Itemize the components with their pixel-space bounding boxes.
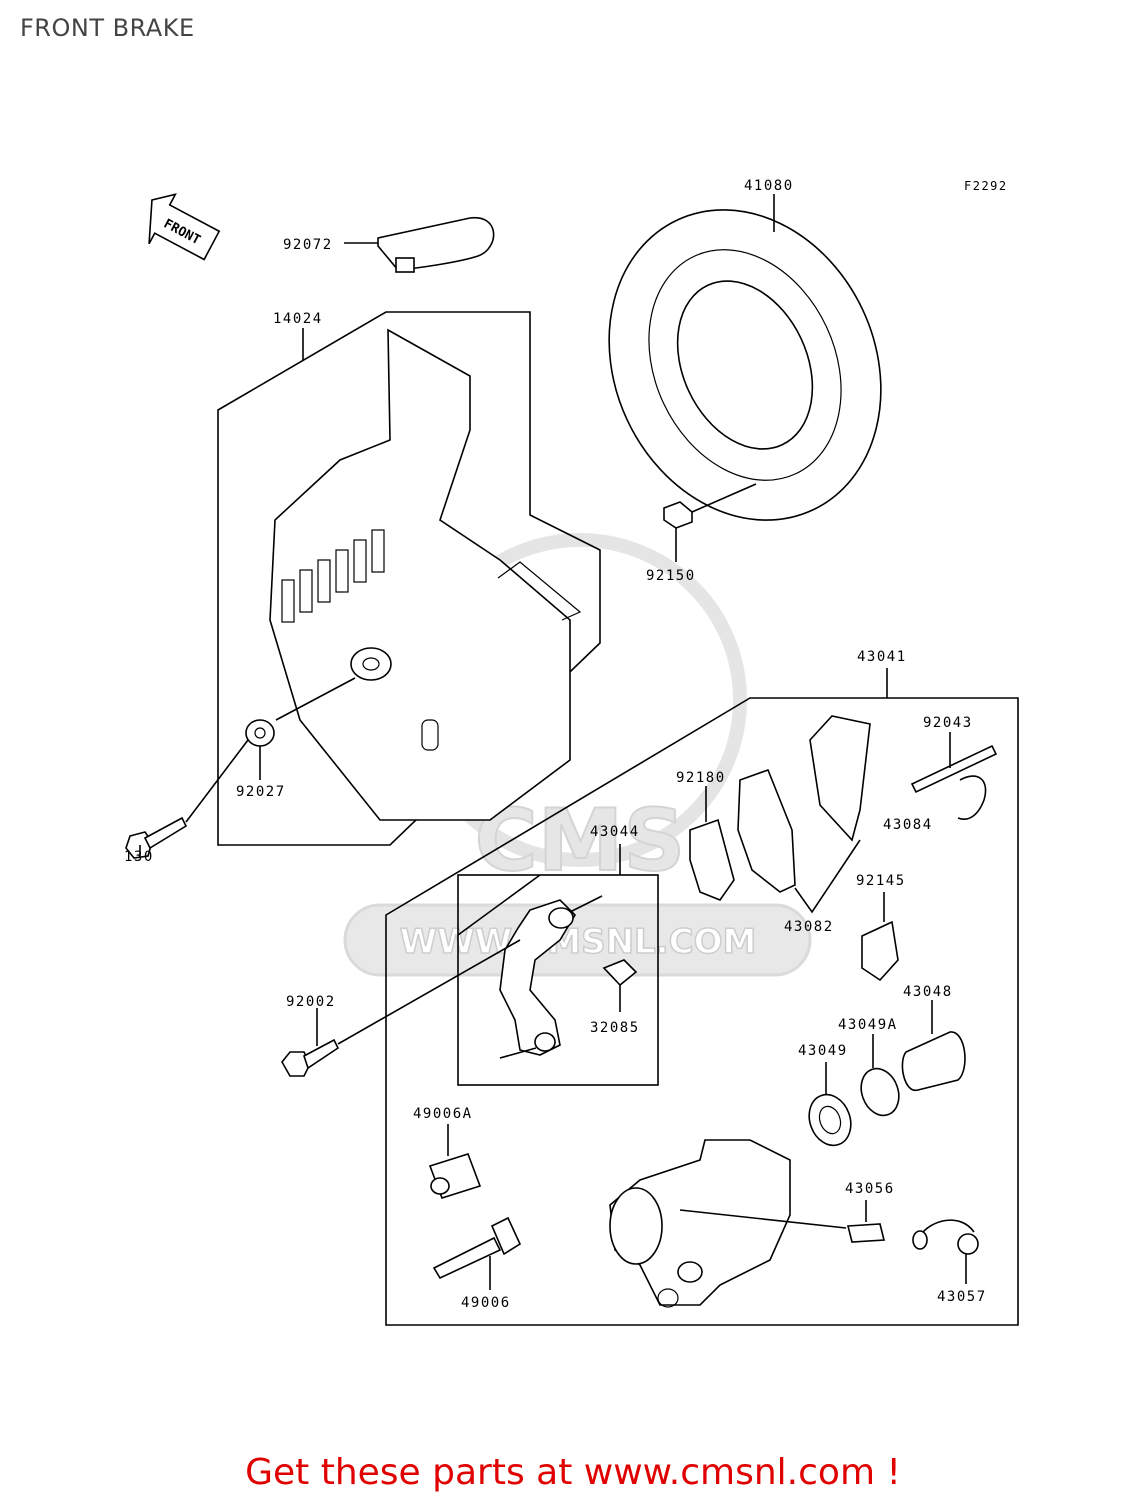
- label-92180: 92180: [676, 770, 726, 786]
- part-92145-spring: [861, 892, 899, 982]
- part-43048-piston: [901, 1000, 966, 1091]
- part-43049-piston-seal: [808, 1062, 852, 1147]
- part-92043-pin: [910, 732, 998, 794]
- footer-link[interactable]: Get these parts at www.cmsnl.com !: [245, 1452, 901, 1493]
- group-box-43041: [385, 697, 1019, 1326]
- label-14024: 14024: [273, 311, 323, 327]
- label-43084: 43084: [883, 817, 933, 833]
- label-43049: 43049: [798, 1043, 848, 1059]
- label-49006A: 49006A: [413, 1106, 473, 1122]
- part-14024-disc-guard: [269, 328, 582, 821]
- part-92180-shim: [689, 786, 735, 901]
- group-box-43044: [457, 874, 659, 1086]
- label-43041: 43041: [857, 649, 907, 665]
- label-43048: 43048: [903, 984, 953, 1000]
- group-box-14024: [217, 311, 601, 846]
- label-32085: 32085: [590, 1020, 640, 1036]
- label-43082: 43082: [784, 919, 834, 935]
- label-130: 130: [124, 849, 154, 865]
- label-43044: 43044: [590, 824, 640, 840]
- part-43082-brake-pad: [737, 715, 871, 914]
- label-49006: 49006: [461, 1295, 511, 1311]
- front-arrow-icon: FRONT: [148, 193, 221, 261]
- label-92145: 92145: [856, 873, 906, 889]
- part-32085-boot: [602, 959, 638, 1012]
- part-43049A-dust-seal: [860, 1034, 900, 1117]
- part-92072-band: [344, 217, 495, 273]
- part-130-bolt: [125, 739, 249, 859]
- figure-code: F2292: [964, 179, 1008, 193]
- part-43044-bracket: [499, 895, 603, 1059]
- label-92150: 92150: [646, 568, 696, 584]
- part-49006A-boot: [428, 1124, 482, 1199]
- part-49006-slide-pin: [432, 1216, 522, 1290]
- label-92043: 92043: [923, 715, 973, 731]
- label-43056: 43056: [845, 1181, 895, 1197]
- part-92002-bolt: [281, 939, 521, 1077]
- label-92002: 92002: [286, 994, 336, 1010]
- label-41080: 41080: [744, 178, 794, 194]
- part-92027-collar: [245, 677, 356, 780]
- part-43056-bleeder-valve: [846, 1200, 886, 1243]
- part-92150-bolt: [663, 483, 757, 562]
- part-43084-clip: [957, 775, 987, 820]
- label-92072: 92072: [283, 237, 333, 253]
- part-43057-cap: [912, 1219, 979, 1284]
- label-43049A: 43049A: [838, 1017, 898, 1033]
- page-title: FRONT BRAKE: [20, 14, 195, 42]
- label-92027: 92027: [236, 784, 286, 800]
- label-43057: 43057: [937, 1289, 987, 1305]
- part-caliper-body: [609, 1139, 847, 1308]
- watermark-url: WWW.CMSNL.COM: [400, 922, 757, 962]
- part-41080-brake-disc: [608, 194, 882, 521]
